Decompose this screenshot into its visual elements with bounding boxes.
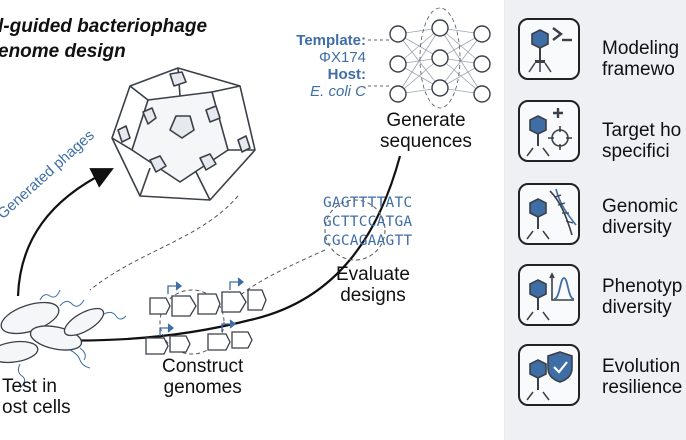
feature-card-genomic-diversity <box>518 183 580 245</box>
phage-capsid-illustration <box>111 67 256 201</box>
crosshair-target-icon <box>526 108 572 157</box>
host-label: Host: <box>327 66 366 83</box>
sequence-line: GCTTCCATGA <box>323 214 413 230</box>
dashed-callout-lines <box>89 195 386 355</box>
sequence-block: GAGTTTTATC GCTTCCATGA CGCAGAAGTT <box>323 194 412 251</box>
genome-fragments-illustration <box>145 289 267 355</box>
host-cell-flagella <box>17 289 127 389</box>
template-value: ΦX174 <box>319 49 366 66</box>
network-connector-lines <box>368 39 390 87</box>
genome-fragment-arrows <box>159 277 245 336</box>
feature-card-modeling <box>518 18 580 80</box>
template-label: Template: <box>296 32 366 49</box>
workflow-loop-path <box>16 155 402 342</box>
distribution-curve-icon <box>526 272 575 321</box>
feature-card-phenotypic-diversity <box>518 264 580 326</box>
terminal-prompt-icon <box>528 27 572 73</box>
network-nodes <box>389 19 491 103</box>
figure-title: l-guided bacteriophage enome design <box>0 16 208 62</box>
sequence-line: GAGTTTTATC <box>323 195 413 211</box>
host-value: E. coli C <box>310 83 366 100</box>
sequence-line: CGCAGAAGTT <box>323 233 413 249</box>
feature-card-evolutionary-resilience <box>518 344 580 406</box>
dna-helix-icon <box>526 188 577 240</box>
shield-check-icon <box>526 351 573 401</box>
host-cells-illustration <box>0 301 105 364</box>
model-inputs: Template: ΦX174 Host: E. coli C <box>266 32 366 100</box>
feature-card-host-specificity <box>518 100 580 162</box>
